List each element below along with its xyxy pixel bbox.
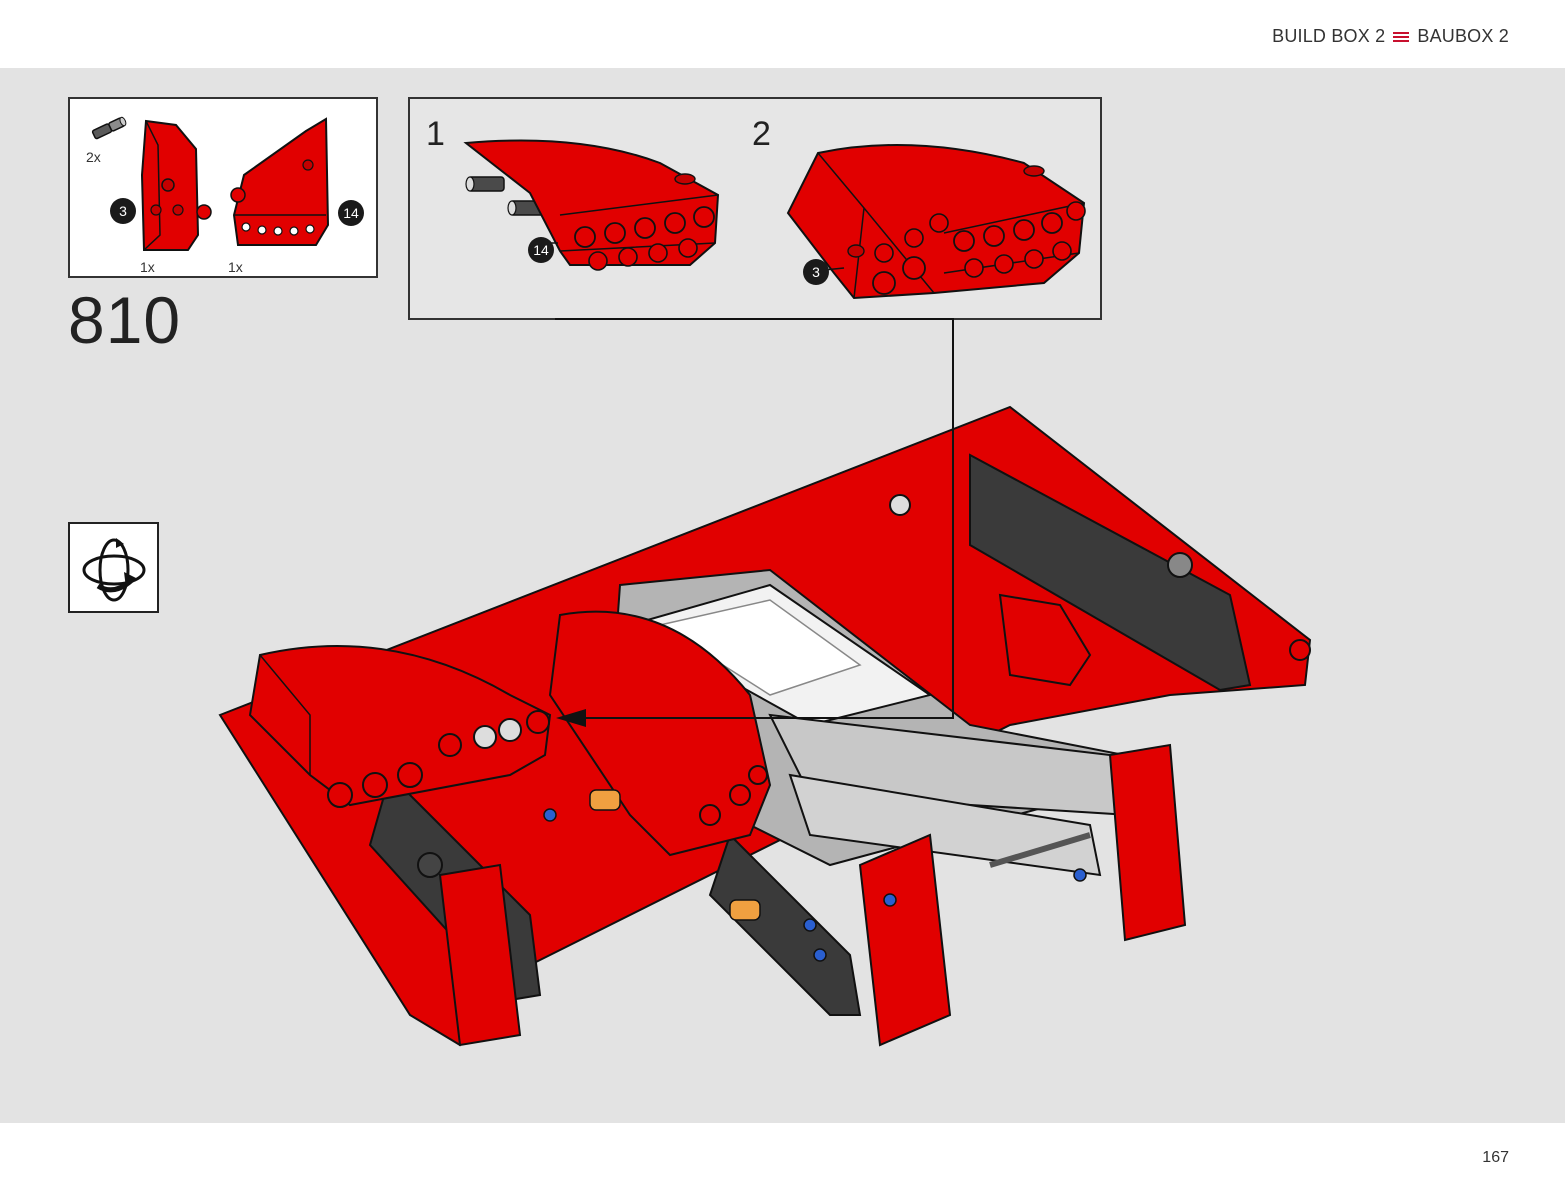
substep-2-label: 2 <box>752 115 771 153</box>
pin-icon <box>91 116 127 140</box>
page-header: BUILD BOX 2 BAUBOX 2 <box>0 0 1565 68</box>
separator-icon <box>1393 31 1410 43</box>
sub-assembly-box: 1 14 2 <box>408 97 1102 320</box>
substep-2-drawing <box>786 144 1086 300</box>
substep-1-label: 1 <box>426 115 445 153</box>
substep-2-callout: 3 <box>803 259 829 285</box>
build-box-de: BAUBOX 2 <box>1417 26 1509 46</box>
panel-left-qty: 1x <box>140 259 155 275</box>
callout-3: 3 <box>110 198 136 224</box>
panel-right-qty: 1x <box>228 259 243 275</box>
substep-1-drawing <box>463 139 720 271</box>
page-number: 167 <box>1482 1149 1509 1166</box>
rotate-model-box <box>68 522 159 613</box>
substep-1-callout: 14 <box>528 237 554 263</box>
build-box-label: BUILD BOX 2 BAUBOX 2 <box>1272 26 1509 47</box>
main-model-drawing <box>218 405 1312 1047</box>
step-number: 810 <box>68 283 182 357</box>
parts-list-box: 2x 3 1x 14 1x <box>68 97 378 278</box>
build-box-en: BUILD BOX 2 <box>1272 26 1386 46</box>
red-panel-left-icon <box>140 119 212 251</box>
page-footer: 167 <box>0 1123 1565 1191</box>
rotate-model-icon <box>82 538 146 602</box>
pin-qty: 2x <box>86 149 101 165</box>
callout-14: 14 <box>338 200 364 226</box>
red-panel-right-icon <box>230 117 330 246</box>
